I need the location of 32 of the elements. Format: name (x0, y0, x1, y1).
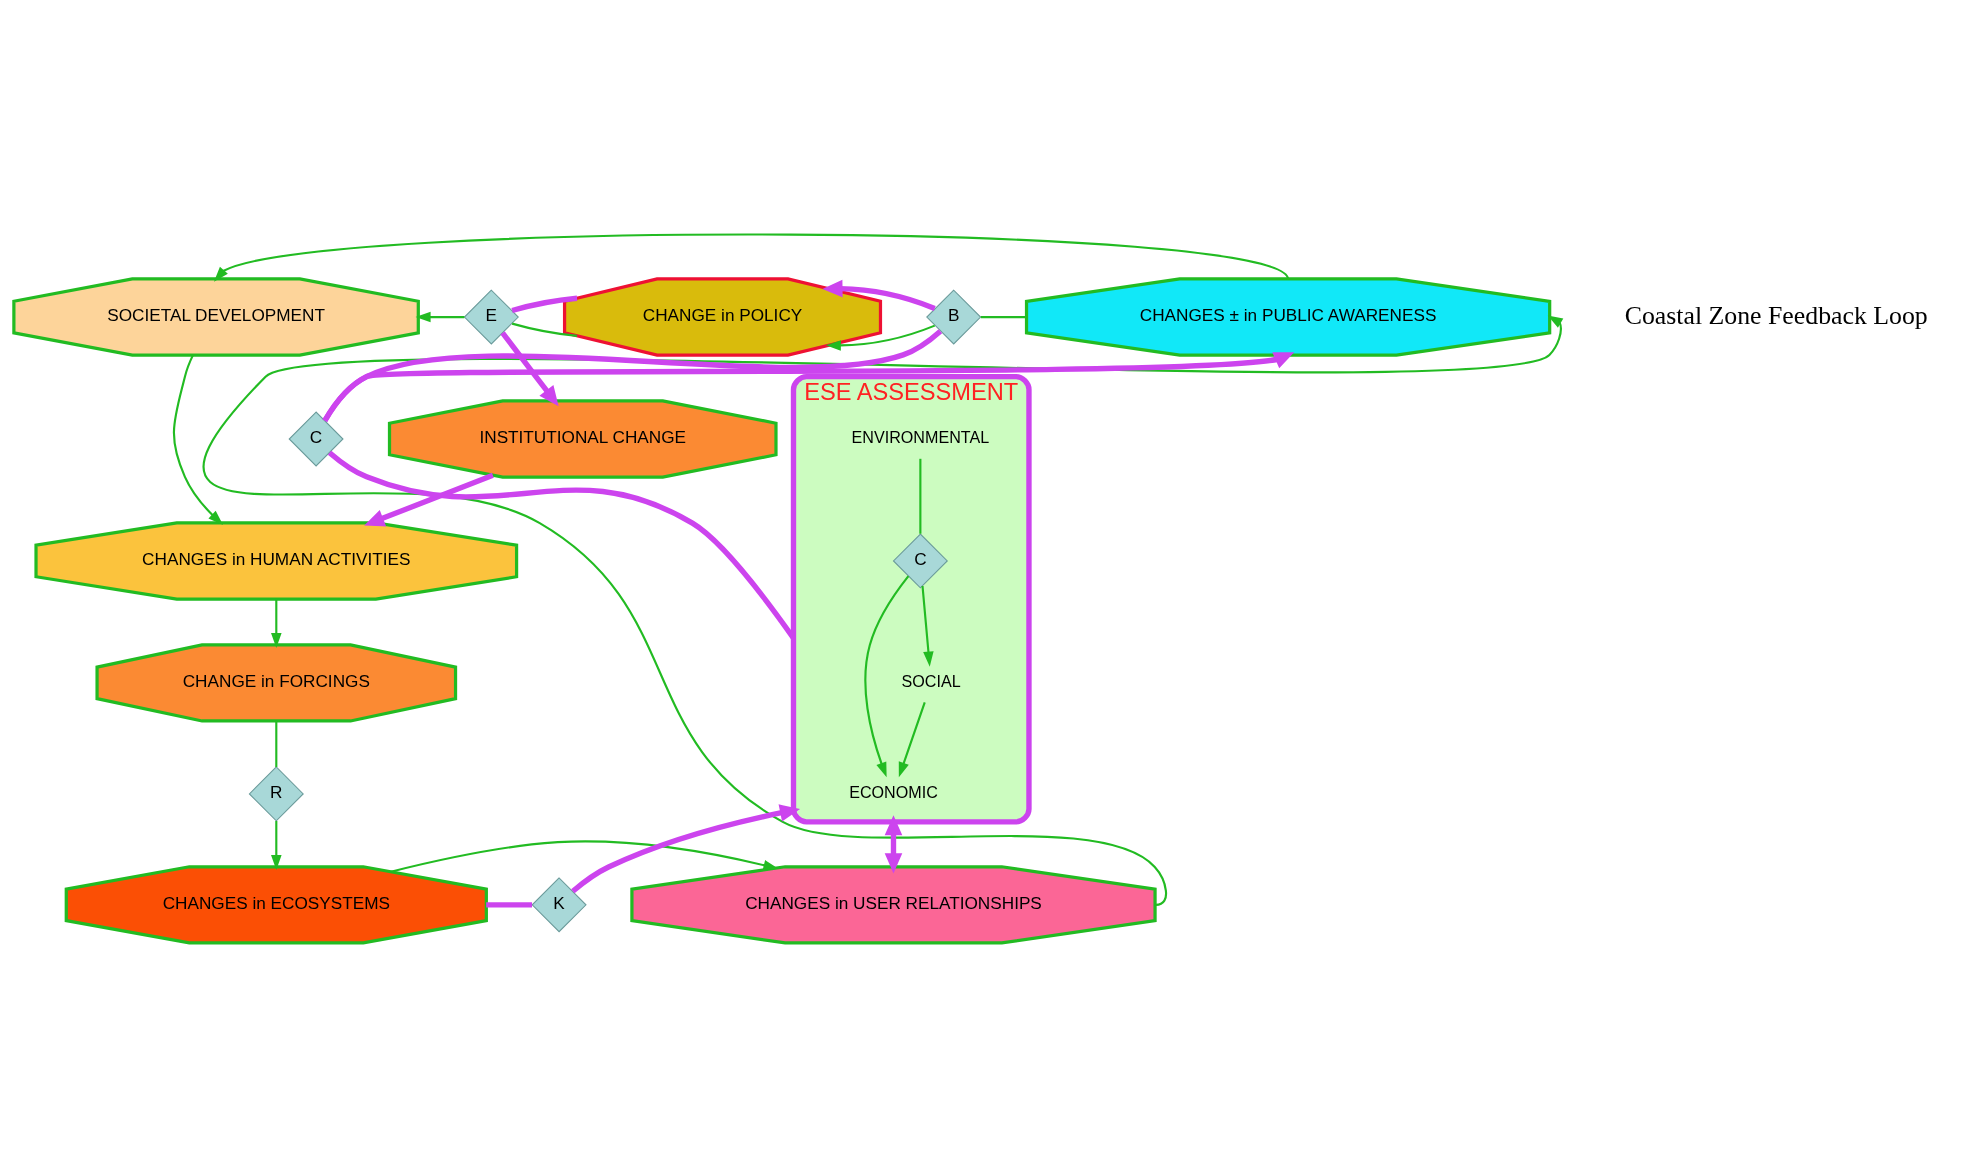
arrow (415, 311, 465, 322)
connector (322, 328, 943, 422)
arrow (822, 279, 936, 311)
arrow (213, 233, 1289, 282)
connector (980, 315, 1027, 318)
label: Coastal Zone Feedback Loop (1624, 300, 1928, 330)
node-diamond: E (463, 288, 519, 345)
arrow (921, 585, 934, 667)
node-text: ENVIRONMENTAL (851, 427, 990, 446)
node-diamond: R (248, 765, 304, 822)
connector (919, 458, 922, 534)
arrow (271, 598, 282, 648)
arrow (500, 330, 559, 406)
connector (511, 295, 578, 313)
arrow (390, 839, 779, 873)
arrow (571, 803, 801, 893)
node-diamond: K (531, 876, 587, 932)
arrow (825, 324, 936, 351)
node-text: ECONOMIC (849, 782, 938, 801)
node-diamond: C (892, 532, 948, 589)
connector (486, 901, 533, 908)
node-diamond: C (288, 410, 344, 467)
arrow (884, 814, 903, 873)
arrow (364, 472, 494, 526)
node-text: SOCIAL (901, 671, 961, 690)
arrow (172, 354, 224, 525)
connector (511, 322, 578, 337)
arrow (898, 701, 926, 777)
connector (275, 720, 278, 767)
arrow (864, 575, 910, 777)
node-diamond: B (926, 288, 982, 345)
arrow (271, 820, 282, 870)
